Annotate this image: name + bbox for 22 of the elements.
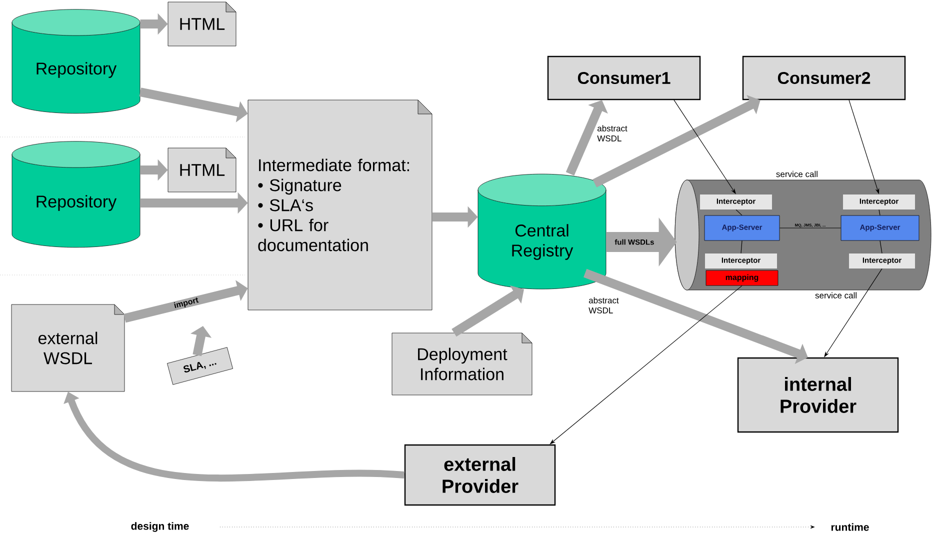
edge-label: abstract WSDL <box>588 297 619 314</box>
edge-label: service call <box>815 292 856 298</box>
arrow <box>452 285 524 337</box>
process-box: external Provider <box>404 444 556 506</box>
arrow <box>592 94 760 188</box>
service-call-label: service call <box>776 170 818 178</box>
process-box: Consumer1 <box>547 56 701 100</box>
connector-line <box>878 209 880 216</box>
timeline-label: runtime <box>831 523 869 531</box>
edge-label: abstract WSDL <box>597 125 628 142</box>
database-cylinder: Central Registry <box>478 174 606 290</box>
database-cylinder: Repository <box>12 9 140 114</box>
edge-label: import <box>174 297 199 308</box>
connector-line <box>740 240 742 254</box>
mapping-box: mapping <box>706 270 778 286</box>
note-box: SLA, ... <box>167 347 233 385</box>
timeline-label: design time <box>131 522 189 532</box>
process-box: internal Provider <box>737 357 899 433</box>
connector-line <box>880 240 882 254</box>
connector-line <box>736 209 742 216</box>
process-box: Consumer2 <box>742 56 906 100</box>
database-cylinder: Repository <box>12 141 140 248</box>
